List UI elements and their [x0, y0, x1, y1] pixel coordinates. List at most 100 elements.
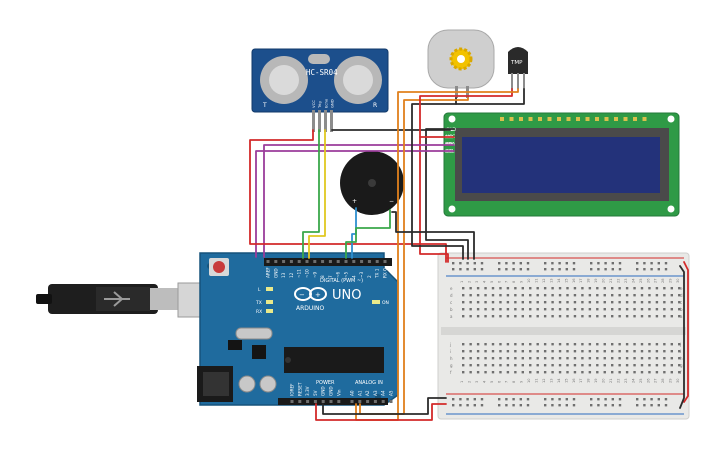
breadboard-row-label: g	[450, 363, 453, 368]
wire-5v-rail	[315, 403, 447, 421]
breadboard-column-label: 11	[535, 378, 539, 383]
breadboard-column-label: 24	[631, 278, 635, 283]
board-model: UNO	[332, 288, 361, 303]
breadboard-column-label: 23	[624, 378, 628, 383]
breadboard-column-label: 5	[490, 381, 494, 383]
ultrasonic-pin-label: GND	[330, 99, 335, 108]
on-led	[372, 300, 380, 304]
analog-pin-label: A0	[350, 390, 355, 396]
breadboard-column-label: 16	[572, 378, 576, 383]
wire-lcd-sda	[263, 144, 455, 258]
breadboard-column-label: 26	[646, 278, 650, 283]
digital-pin-label: 8	[320, 275, 325, 278]
wires	[249, 88, 689, 421]
breadboard-row-label: f	[680, 370, 682, 375]
power-pin-label: 3.3V	[305, 386, 310, 396]
breadboard-column-label: 27	[654, 378, 658, 383]
breadboard-row-label: a	[450, 314, 453, 319]
breadboard-column-label: 6	[497, 380, 501, 383]
breadboard-row-label: a	[680, 314, 683, 319]
wire-ultrasonic-vcc	[249, 129, 447, 263]
analog-pin-label: A5	[389, 390, 394, 396]
breadboard-column-label: 1	[460, 381, 464, 383]
breadboard-column-label: 18	[587, 278, 591, 283]
rx-led-label: RX	[256, 309, 262, 315]
piezo-buzzer[interactable]: + −	[340, 151, 404, 215]
ultrasonic-model-label: HC-SR04	[306, 68, 338, 77]
breadboard-column-label: 3	[475, 281, 479, 283]
usb-cable	[36, 282, 215, 318]
analog-header-label: ANALOG IN	[355, 380, 383, 386]
breadboard-column-label: 30	[676, 378, 680, 383]
temperature-sensor[interactable]: TMP	[508, 47, 528, 89]
breadboard-column-label: 9	[520, 280, 524, 283]
power-pin-label: IOREF	[290, 383, 295, 396]
breadboard-row-label: e	[450, 286, 453, 291]
breadboard-row-label: e	[680, 286, 683, 291]
breadboard-column-label: 10	[527, 278, 531, 283]
breadboard-column-label: 6	[497, 280, 501, 283]
analog-pin-label: A1	[357, 390, 362, 396]
power-pin-label: GND	[329, 386, 334, 396]
breadboard-row-label: c	[450, 300, 452, 305]
analog-pin-label: A4	[381, 390, 386, 396]
digital-pin-label: RX 0	[383, 268, 388, 278]
breadboard-row-label: j	[679, 342, 681, 347]
wire-buzzer-minus	[345, 209, 391, 259]
dc-motor[interactable]	[427, 29, 495, 98]
breadboard-column-label: 17	[579, 278, 583, 283]
l-led-label: L	[258, 287, 261, 293]
analog-pin-label: A3	[373, 390, 378, 396]
breadboard-column-label: 29	[669, 378, 673, 383]
ultrasonic-pin-label: Echo	[323, 98, 328, 108]
breadboard-row-label: d	[680, 293, 683, 298]
breadboard-row-label: h	[680, 356, 683, 361]
wire-ultrasonic-echo	[308, 129, 326, 259]
digital-pin-label: ~10	[305, 269, 310, 278]
breadboard-column-label: 19	[594, 278, 598, 283]
breadboard-column-label: 14	[557, 378, 561, 383]
wire-buzzer-gnd	[391, 211, 475, 260]
breadboard-holes[interactable]	[452, 262, 681, 407]
wire-ultrasonic-trig	[302, 129, 320, 259]
ultrasonic-pin-label: VCC	[311, 100, 316, 108]
svg-text:+: +	[315, 291, 321, 299]
breadboard-row-label: b	[680, 307, 683, 312]
power-pin-label: Vin	[336, 389, 341, 396]
breadboard-row-label: f	[450, 370, 452, 375]
digital-pin-label: ~9	[312, 271, 317, 278]
svg-text:−: −	[299, 291, 305, 299]
wire-gnd-rail	[322, 397, 447, 415]
breadboard-column-label: 25	[639, 278, 643, 283]
power-pin-label: 5V	[313, 390, 318, 396]
breadboard-column-label: 14	[557, 278, 561, 283]
breadboard-column-label: 5	[490, 281, 494, 283]
wire-tmp-gnd	[455, 88, 525, 105]
breadboard-column-label: 20	[602, 378, 606, 383]
breadboard-column-label: 26	[646, 378, 650, 383]
breadboard-column-label: 12	[542, 278, 546, 283]
digital-pin-label: AREF	[266, 267, 271, 278]
breadboard-column-label: 2	[467, 381, 471, 383]
wire-buzzer-plus	[351, 207, 357, 259]
breadboard-column-label: 30	[676, 278, 680, 283]
breadboard-column-label: 21	[609, 378, 613, 383]
breadboard-column-label: 20	[602, 278, 606, 283]
arduino-uno-board[interactable]: − + UNO ARDUINO DIGITAL (PWM ~) POWER AN…	[197, 252, 399, 406]
wire-tmp-out	[355, 88, 519, 421]
transmit-mark: T	[262, 102, 267, 109]
arduino-logo: − +	[294, 287, 327, 301]
breadboard-column-label: 13	[549, 278, 553, 283]
breadboard-row-label: d	[450, 293, 453, 298]
digital-pin-label: ~5	[344, 271, 349, 278]
breadboard-column-label: 8	[512, 380, 516, 383]
breadboard-column-label: 18	[587, 378, 591, 383]
breadboard[interactable]: 1122334455667788991010111112121313141415…	[437, 252, 690, 420]
breadboard-column-label: 11	[535, 278, 539, 283]
digital-pin-label: ~6	[336, 271, 341, 278]
tx-led-label: TX	[255, 300, 262, 306]
buzzer-minus-label: −	[389, 198, 394, 205]
wire-motor-2	[359, 97, 469, 415]
